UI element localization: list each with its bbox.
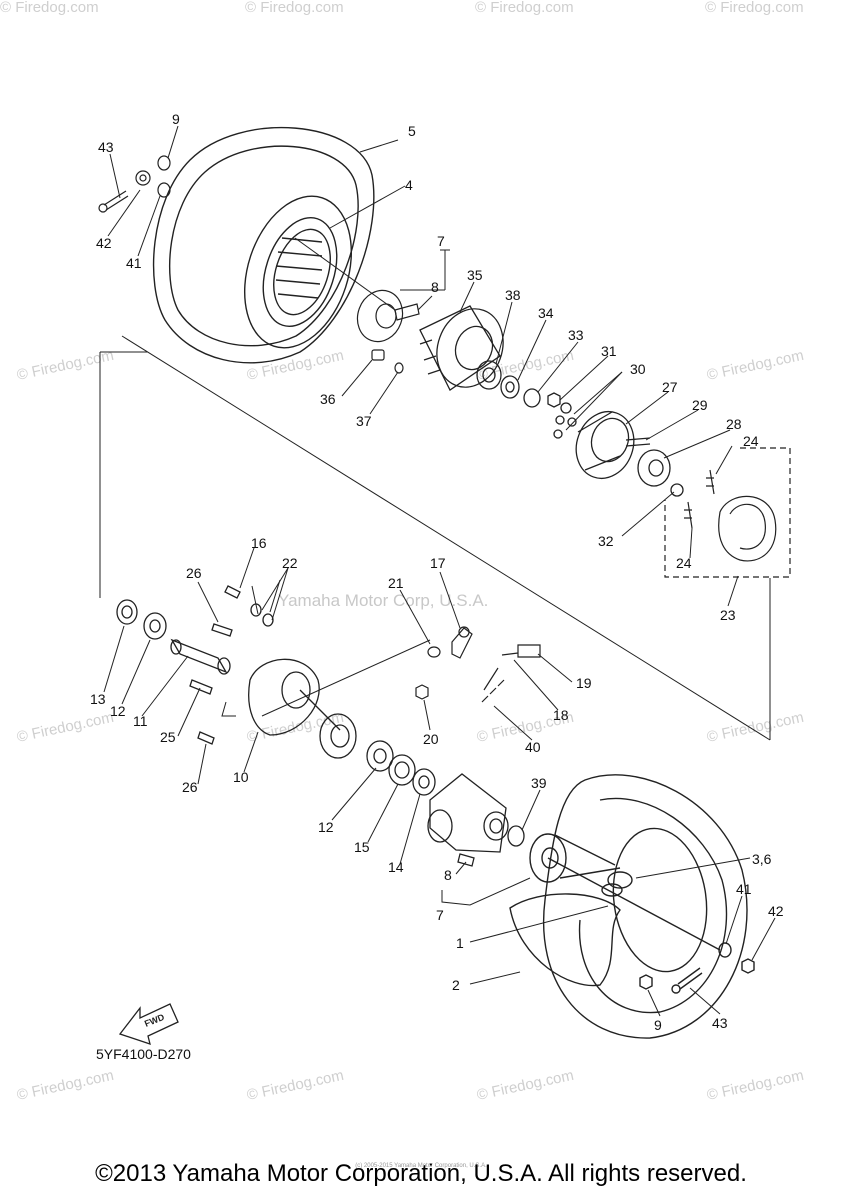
axle-assembly [116,585,357,759]
brake-arm [415,626,541,703]
bracket-lines [221,249,531,906]
axle-housing [427,773,525,867]
callout-8: 8 [431,279,439,295]
callout-41: 41 [126,255,142,271]
callout-32: 32 [598,533,614,549]
callout-43: 43 [98,139,114,155]
brake-shoe-group [664,447,791,578]
callout-20: 20 [423,731,439,747]
watermark-layer: © Firedog.com © Firedog.com © Firedog.co… [0,0,805,1104]
callout-43: 43 [712,1015,728,1031]
callout-3-6: 3,6 [752,851,772,867]
copyright-notice: ©2013 Yamaha Motor Corporation, U.S.A. A… [95,1160,747,1187]
callout-9: 9 [172,111,180,127]
callout-1: 1 [456,935,464,951]
callout-29: 29 [692,397,708,413]
callout-35: 35 [467,267,483,283]
brake-housing [419,305,504,391]
bearings-lower [366,740,436,796]
callout-21: 21 [388,575,404,591]
callout-12: 12 [318,819,334,835]
callout-33: 33 [568,327,584,343]
callout-38: 38 [505,287,521,303]
watermark: © Firedog.com [475,1067,575,1104]
callout-39: 39 [531,775,547,791]
watermark: © Firedog.com [0,0,99,16]
callout-9: 9 [654,1017,662,1033]
watermark: © Firedog.com [245,1067,345,1104]
watermark: © Firedog.com [245,0,344,16]
callout-26: 26 [186,565,202,581]
callout-15: 15 [354,839,370,855]
callout-labels: 9 43 42 41 5 4 7 8 35 38 34 33 31 30 27 … [90,111,784,1033]
front-wheel [509,774,755,1039]
watermark: © Firedog.com [705,0,804,16]
callout-7: 7 [436,907,444,923]
leader-lines [99,335,771,741]
fwd-arrow-icon: FWD [118,1003,179,1045]
callout-24: 24 [743,433,759,449]
callout-42: 42 [96,235,112,251]
callout-42: 42 [768,903,784,919]
watermark: © Firedog.com [245,347,345,384]
callout-41: 41 [736,881,752,897]
rear-tire [152,126,375,364]
watermark: © Firedog.com [705,1067,805,1104]
hub-flange-top [356,289,420,343]
watermark: © Firedog.com [705,709,805,746]
callout-28: 28 [726,416,742,432]
callout-19: 19 [576,675,592,691]
callout-23: 23 [720,607,736,623]
callout-27: 27 [662,379,678,395]
callout-leaders [103,125,776,1017]
callout-34: 34 [538,305,554,321]
watermark: © Firedog.com [15,1067,115,1104]
watermark: © Firedog.com [475,0,574,16]
watermark: © Firedog.com [15,709,115,746]
diagram-code: 5YF4100-D270 [96,1046,191,1062]
bearings-top [476,360,577,439]
callout-7: 7 [437,233,445,249]
callout-4: 4 [405,177,413,193]
callout-16: 16 [251,535,267,551]
brake-drum [575,410,651,480]
callout-36: 36 [320,391,336,407]
watermark-center: Yamaha Motor Corp, U.S.A. [278,591,488,610]
tiny-credit: (c) 2005-2015 Yamaha Motor Corporation, … [355,1163,487,1169]
callout-25: 25 [160,729,176,745]
callout-37: 37 [356,413,372,429]
callout-30: 30 [630,361,646,377]
callout-40: 40 [525,739,541,755]
callout-18: 18 [553,707,569,723]
callout-24: 24 [676,555,692,571]
callout-8: 8 [444,867,452,883]
callout-17: 17 [430,555,446,571]
callout-22: 22 [282,555,298,571]
callout-26: 26 [182,779,198,795]
watermark: © Firedog.com [705,347,805,384]
callout-11: 11 [133,713,148,729]
bolt-36 [371,349,404,374]
callout-10: 10 [233,769,249,785]
wheel-nut-top [98,155,171,213]
callout-31: 31 [601,343,617,359]
callout-2: 2 [452,977,460,993]
callout-12: 12 [110,703,126,719]
callout-5: 5 [408,123,416,139]
brake-plate [637,449,684,497]
callout-14: 14 [388,859,404,875]
callout-13: 13 [90,691,106,707]
